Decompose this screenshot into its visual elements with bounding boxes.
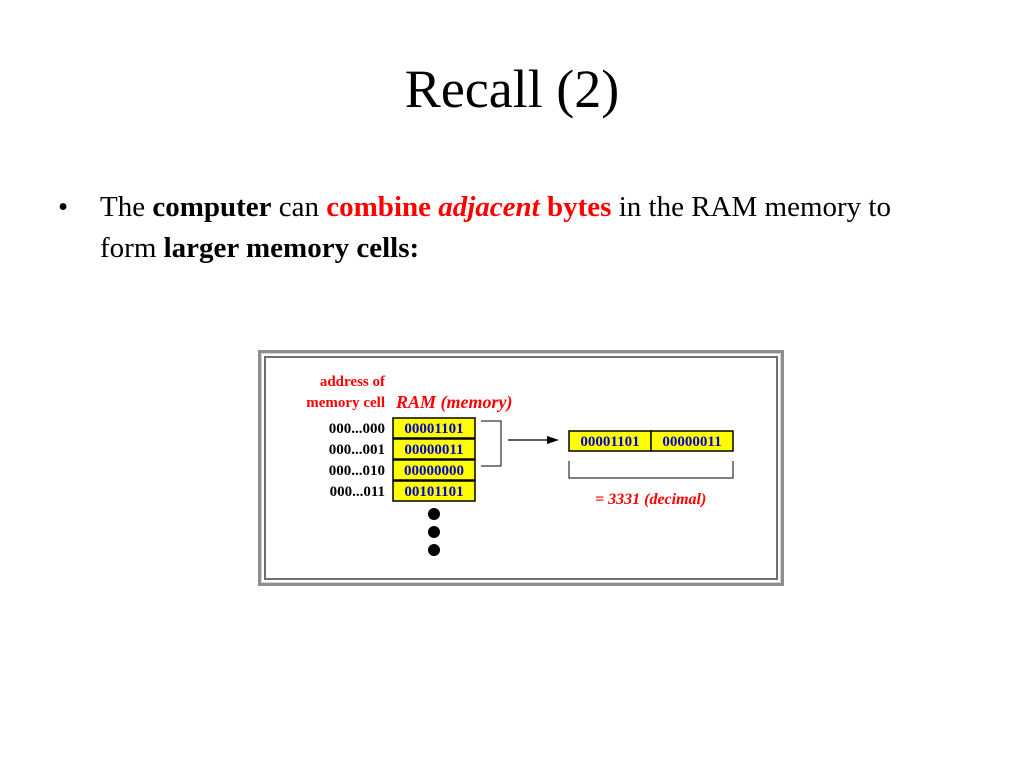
ram-cell-value-1: 00000011 <box>404 442 463 458</box>
text-space <box>540 191 547 223</box>
bullet-text: The computer can combine adjacent bytes … <box>100 187 900 269</box>
ram-cell-2 <box>392 459 476 481</box>
diagram-inner-border <box>264 356 778 580</box>
text-the: The <box>100 191 153 223</box>
result-label: = 3331 (decimal) <box>595 491 706 508</box>
result-bracket <box>568 461 734 479</box>
ram-label: RAM (memory) <box>395 392 513 413</box>
ellipsis-dot-1 <box>428 508 440 520</box>
text-in-the-ram: in the RAM memory to form <box>100 191 891 264</box>
ram-cell-value-3: 00101101 <box>404 484 463 500</box>
arrow-head <box>547 436 559 444</box>
address-1: 000...001 <box>329 442 385 458</box>
address-0: 000...000 <box>329 421 385 437</box>
ram-cell-0 <box>392 417 476 439</box>
address-2: 000...010 <box>329 463 385 479</box>
bullet-marker: • <box>58 191 69 223</box>
ellipsis-dot-3 <box>428 544 440 556</box>
combined-cell-right <box>650 430 734 452</box>
memory-diagram: address of memory cell RAM (memory) 000.… <box>306 374 734 556</box>
combined-cell-value-0: 00001101 <box>580 434 639 450</box>
address-label-line2: memory cell <box>306 395 385 411</box>
text-larger-memory-cells: larger memory cells: <box>163 232 420 264</box>
ram-cell-value-2: 00000000 <box>404 463 464 479</box>
text-can: can <box>271 191 327 223</box>
text-computer: computer <box>152 191 272 223</box>
ellipsis-dot-2 <box>428 526 440 538</box>
text-bytes: bytes <box>547 191 612 223</box>
address-3: 000...011 <box>330 484 385 500</box>
ram-cell-1 <box>392 438 476 460</box>
text-combine: combine <box>326 191 431 223</box>
combined-cell-value-1: 00000011 <box>662 434 721 450</box>
ram-cell-value-0: 00001101 <box>404 421 463 437</box>
ram-cell-3 <box>392 480 476 502</box>
memory-diagram-frame: address of memory cell RAM (memory) 000.… <box>258 350 784 586</box>
text-adjacent: adjacent <box>438 191 540 223</box>
address-label-line1: address of <box>320 374 386 390</box>
group-bracket <box>481 420 502 467</box>
slide-title: Recall (2) <box>404 59 620 119</box>
